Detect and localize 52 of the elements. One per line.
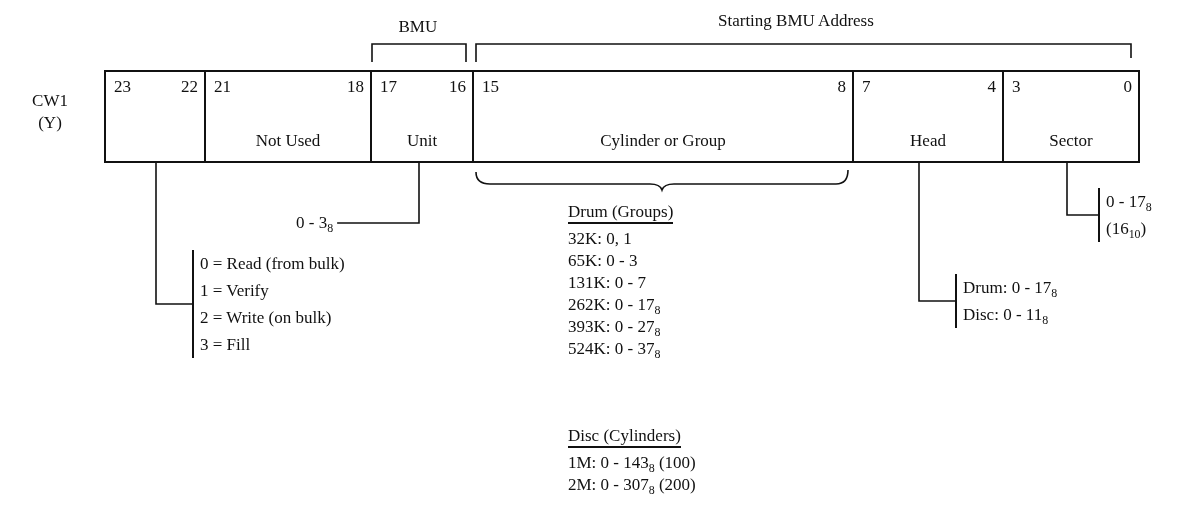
table-row: 393K: 0 - 27$_{8}$ xyxy=(568,316,661,338)
leader-line xyxy=(918,162,957,302)
bit-number: 15 xyxy=(482,78,499,96)
bit-number: 3 xyxy=(1012,78,1021,96)
table-row: 131K: 0 - 7 xyxy=(568,272,646,294)
bit-field xyxy=(104,70,206,163)
bracket-label: BMU xyxy=(398,16,438,38)
bit-field xyxy=(204,70,372,163)
bit-number: 21 xyxy=(214,78,231,96)
table-row: 262K: 0 - 17$_{8}$ xyxy=(568,294,661,316)
value-text: 3 = Fill xyxy=(200,334,252,356)
bit-number: 4 xyxy=(987,78,996,96)
table-heading: Drum (Groups) xyxy=(568,202,674,224)
value-list xyxy=(192,250,345,358)
bit-number: 8 xyxy=(837,78,846,96)
bracket-label: Starting BMU Address xyxy=(718,10,874,32)
field-name: Unit xyxy=(405,131,439,151)
field-name: Sector xyxy=(1048,131,1094,151)
register-name: CW1 (Y) xyxy=(31,90,69,134)
table-row: 65K: 0 - 3 xyxy=(568,250,638,272)
field-name: Not Used xyxy=(254,131,322,151)
value-text: 0 = Read (from bulk) xyxy=(200,253,345,275)
field-name: Cylinder or Group xyxy=(599,131,727,151)
bit-number: 0 xyxy=(1123,78,1132,96)
bit-field xyxy=(472,70,854,163)
value-text: 1 = Verify xyxy=(200,280,270,302)
value-text: Disc: 0 - 11$_{8}$ xyxy=(963,304,1050,328)
bit-number: 18 xyxy=(347,78,364,96)
value-list xyxy=(955,274,1058,328)
bit-number: 7 xyxy=(862,78,871,96)
value-text: 0 - 3$_{8}$ xyxy=(296,210,334,236)
leader-line xyxy=(336,162,420,224)
value-text: Drum: 0 - 17$_{8}$ xyxy=(963,277,1058,301)
field-name: Head xyxy=(909,131,947,151)
leader-line xyxy=(1066,162,1100,216)
leader-line xyxy=(155,162,194,305)
bit-field xyxy=(852,70,1004,163)
bit-number: 22 xyxy=(181,78,198,96)
value-list xyxy=(1098,188,1152,242)
value-text: 0 - 17$_{8}$ xyxy=(1106,191,1152,215)
table-heading: Disc (Cylinders) xyxy=(568,426,681,448)
value-text: 2 = Write (on bulk) xyxy=(200,307,333,329)
bit-field xyxy=(370,70,474,163)
table-row: 2M: 0 - 307$_{8}$ (200) xyxy=(568,474,696,496)
bit-field xyxy=(1002,70,1140,163)
table-row: 524K: 0 - 37$_{8}$ xyxy=(568,338,661,360)
bit-number: 23 xyxy=(114,78,131,96)
table-row: 1M: 0 - 143$_{8}$ (100) xyxy=(568,452,696,474)
bit-number: 17 xyxy=(380,78,397,96)
table-row: 32K: 0, 1 xyxy=(568,228,632,250)
value-text: (16$_{10}$) xyxy=(1106,218,1148,242)
bit-number: 16 xyxy=(449,78,466,96)
